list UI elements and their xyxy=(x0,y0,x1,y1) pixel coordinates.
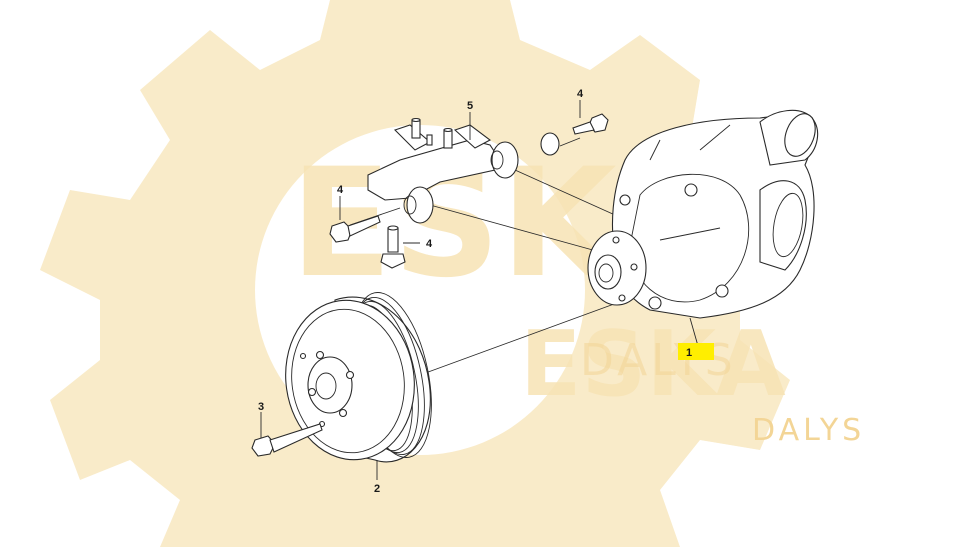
callout-pulley: 2 xyxy=(374,483,380,495)
callouts: 1 2 3 4 4 4 5 xyxy=(258,88,714,495)
callout-water-pump: 1 xyxy=(686,347,692,359)
callout-bolt-top: 4 xyxy=(577,88,584,100)
callout-highlight xyxy=(678,343,714,360)
pulley-bolt xyxy=(251,412,323,457)
bolt-top xyxy=(572,100,609,135)
pulley xyxy=(285,292,432,480)
water-pump xyxy=(587,109,819,347)
watermark-logo-text-secondary: ESKA xyxy=(520,312,786,417)
watermark-tagline: DALYS xyxy=(752,413,865,448)
callout-pulley-bolt: 3 xyxy=(258,401,264,413)
bolt-left xyxy=(329,196,381,243)
callout-bolt-bottom: 4 xyxy=(426,238,433,250)
callout-bolt-left: 4 xyxy=(337,184,344,196)
watermark-tagline-overlay: DALYS xyxy=(580,335,737,386)
bracket xyxy=(367,112,560,224)
watermark-gear-icon xyxy=(40,0,800,547)
bolt-bottom xyxy=(380,225,420,269)
callout-bracket: 5 xyxy=(467,100,473,112)
